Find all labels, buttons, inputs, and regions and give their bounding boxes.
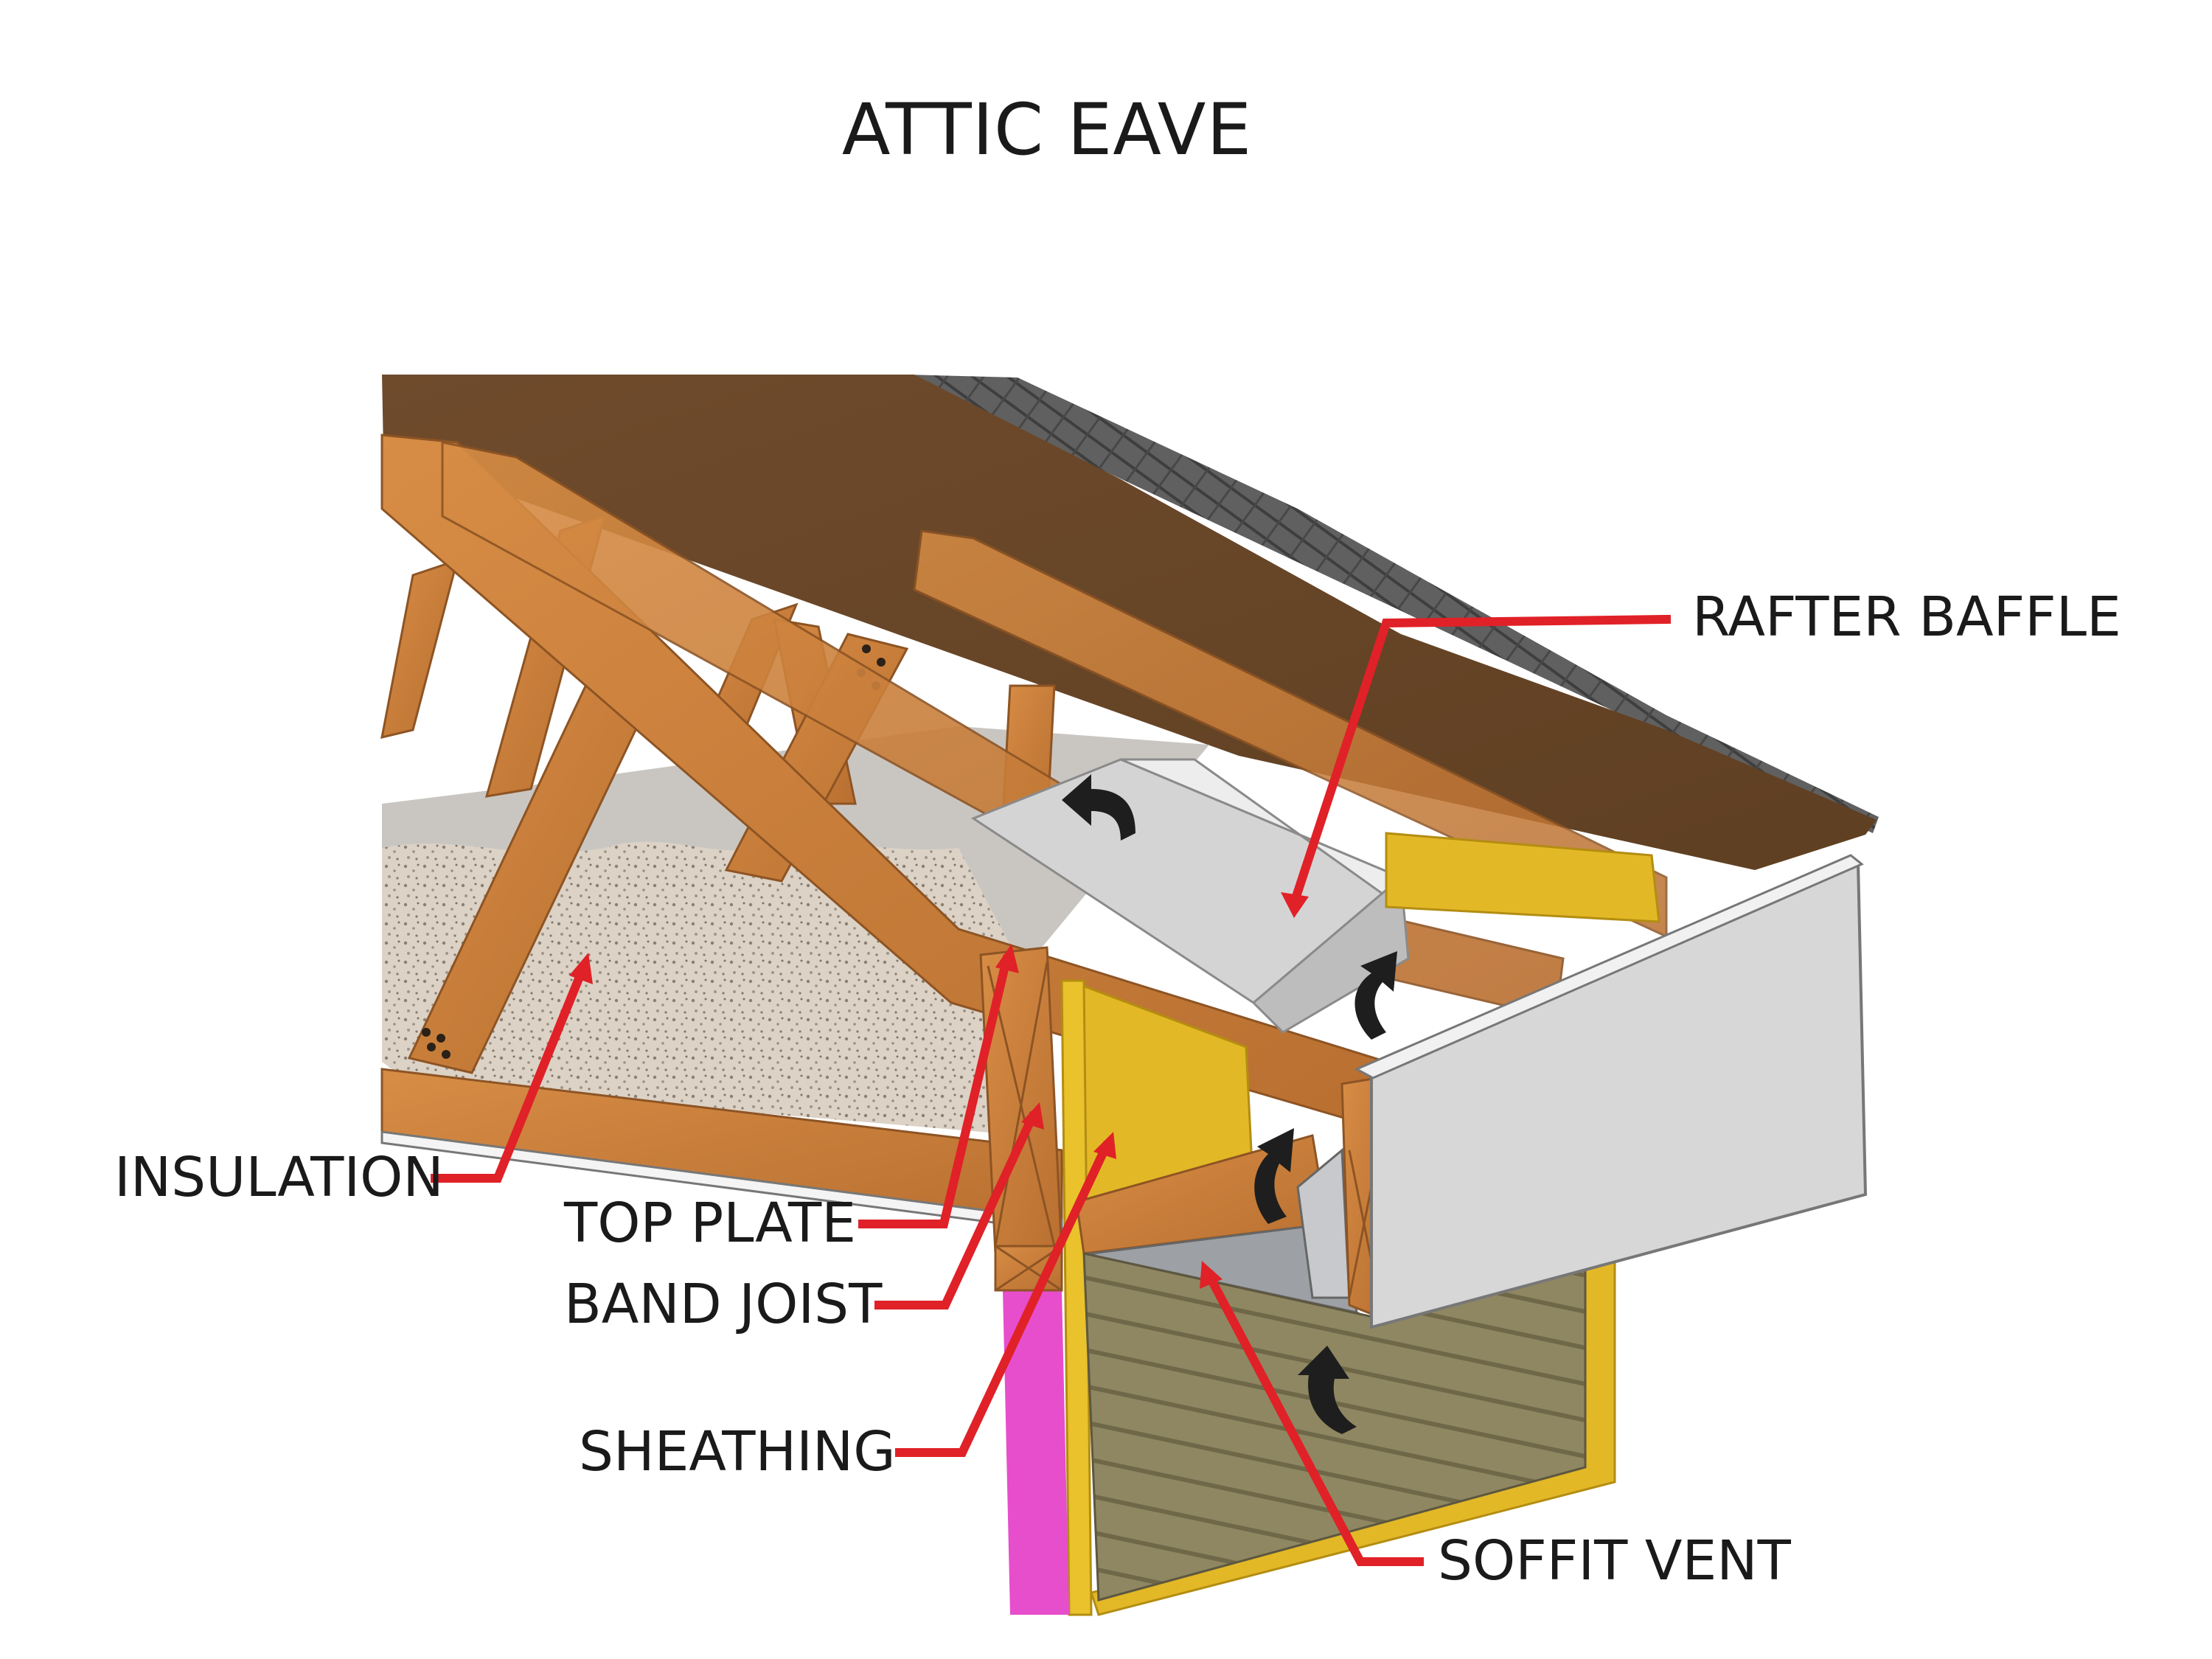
leader-top-plate <box>858 954 1012 1228</box>
leader-rafter-baffle <box>1288 614 1672 909</box>
diagram-title: ATTIC EAVE <box>841 88 1253 171</box>
arrowhead-soffit-vent <box>1200 1261 1222 1289</box>
arrowhead-band-joist <box>1021 1102 1044 1130</box>
label-insulation: INSULATION <box>114 1146 444 1209</box>
label-band-joist: BAND JOIST <box>564 1273 883 1336</box>
label-soffit-vent: SOFFIT VENT <box>1438 1529 1791 1593</box>
airflow-arrow-icon <box>1062 774 1135 841</box>
arrowhead-top-plate <box>995 944 1019 973</box>
arrowhead-sheathing <box>1093 1132 1116 1159</box>
label-rafter-baffle: RAFTER BAFFLE <box>1692 585 2121 649</box>
label-top-plate: TOP PLATE <box>564 1192 856 1255</box>
airflow-arrows <box>1062 774 1397 1434</box>
airflow-arrow-icon <box>1354 951 1397 1040</box>
fascia-board <box>1354 854 1868 1329</box>
leader-soffit-vent <box>1203 1269 1424 1566</box>
leader-lines <box>431 614 1672 1566</box>
arrowhead-insulation <box>569 953 593 984</box>
label-sheathing: SHEATHING <box>579 1420 896 1484</box>
wall-insulation <box>1003 1290 1069 1615</box>
arrowhead-rafter-baffle <box>1281 892 1309 918</box>
airflow-arrow-icon <box>1298 1346 1357 1434</box>
airflow-arrow-icon <box>1254 1128 1294 1224</box>
leader-band-joist <box>874 1111 1038 1310</box>
leader-sheathing <box>895 1141 1112 1457</box>
leader-insulation <box>431 964 588 1183</box>
roof-shingles <box>907 375 1879 833</box>
